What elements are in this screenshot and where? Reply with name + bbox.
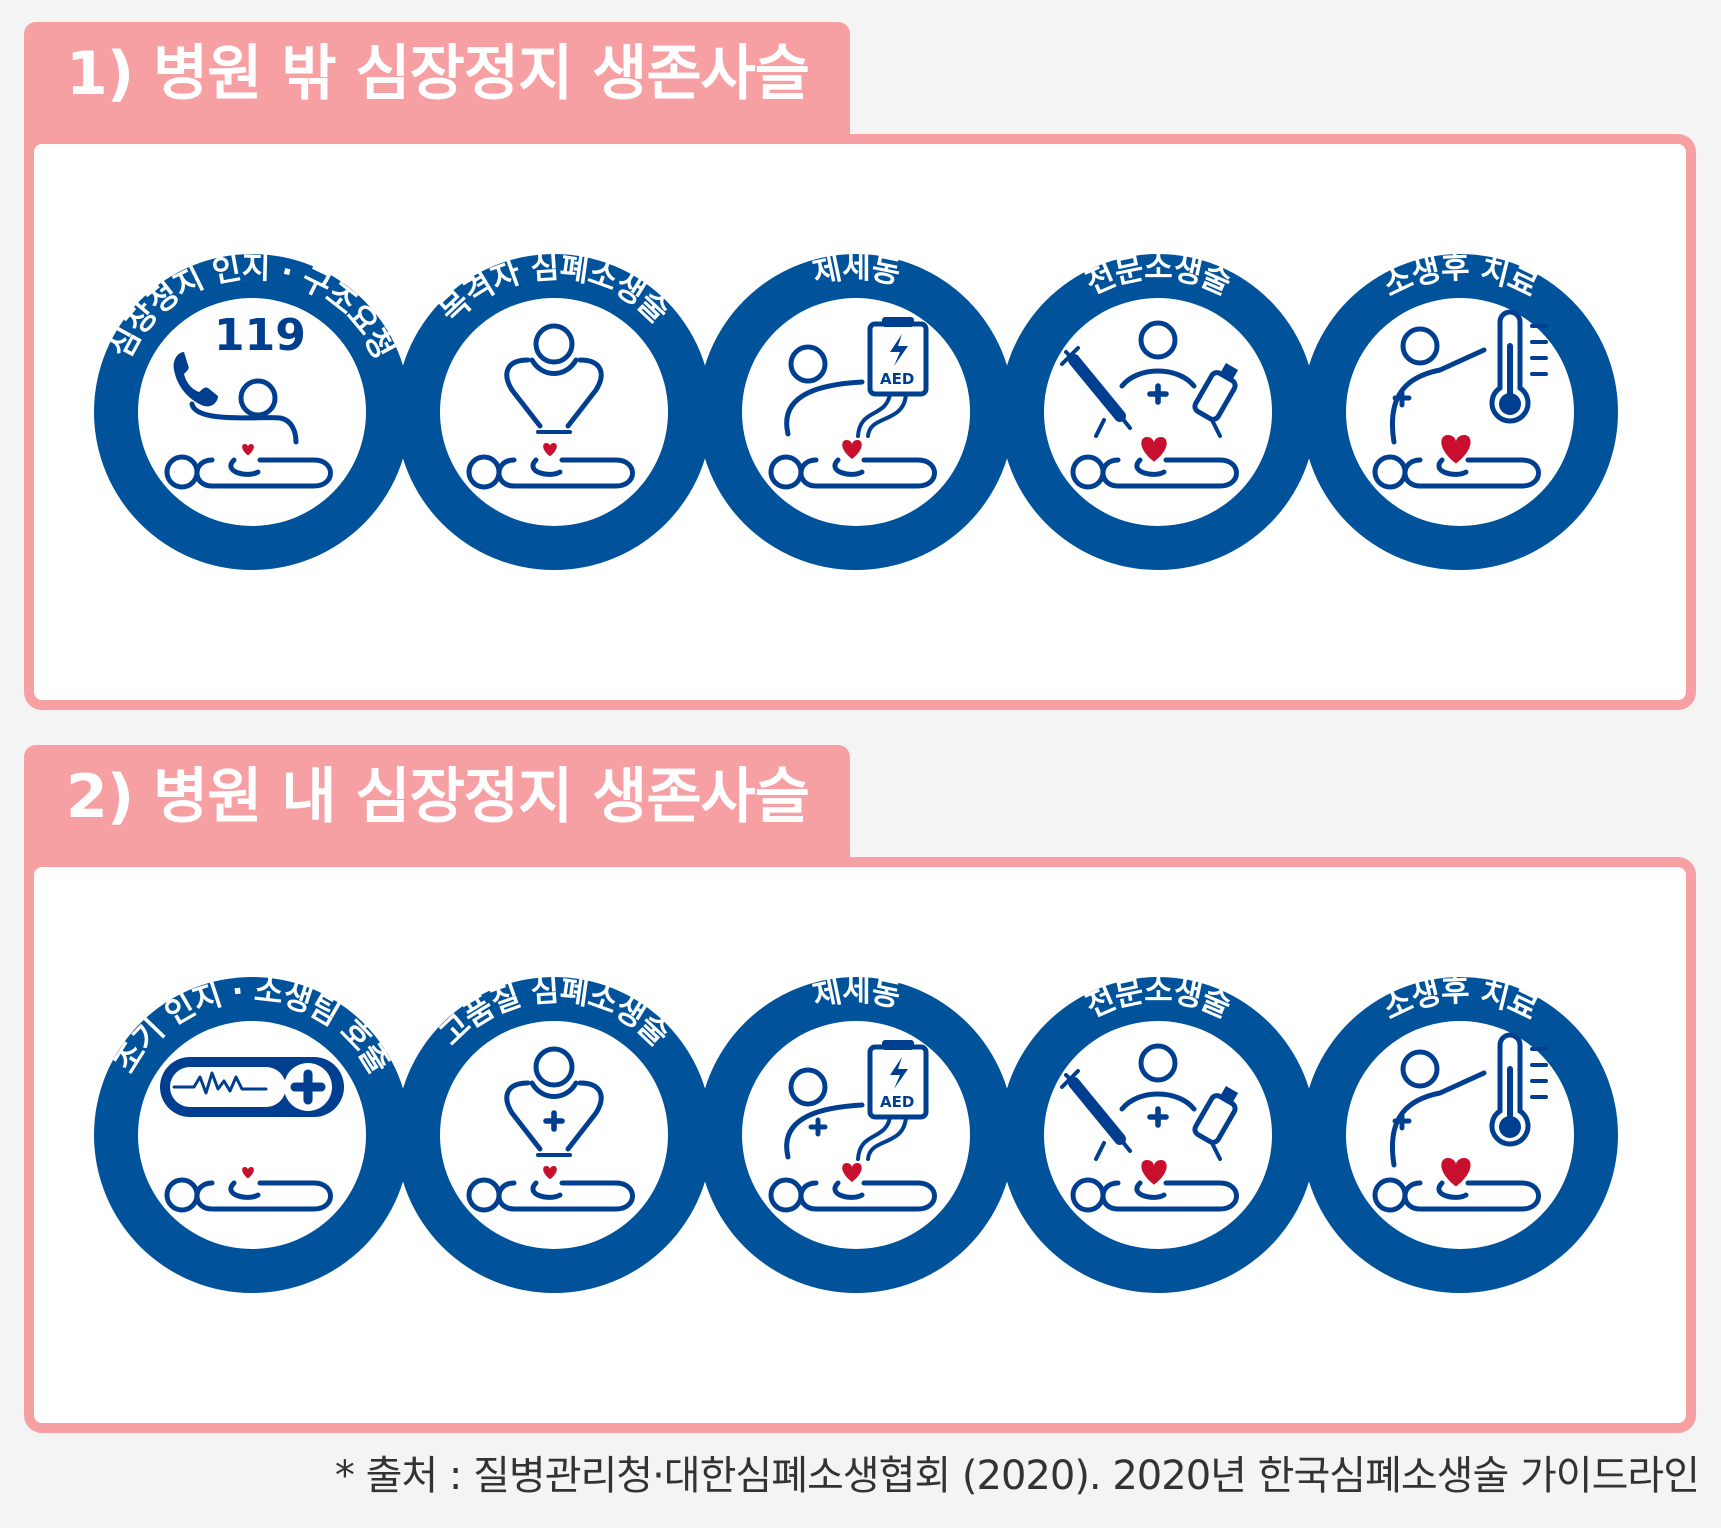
lying-patient-icon [1070,1160,1239,1213]
plus-icon [1392,388,1412,408]
cpr-icon [466,323,635,490]
plus-icon [1147,1106,1169,1128]
step-label: 제세동 [809,250,902,292]
syringe-icon [1060,346,1132,430]
chain-link-inner [138,1021,366,1249]
heart-icon [1141,437,1167,462]
medicine-bottle-icon [1192,363,1239,422]
advanced-life-support-icon [1060,1043,1239,1213]
source-citation: * 출처 : 질병관리청·대한심폐소생협회 (2020). 2020년 한국심폐… [334,1453,1700,1499]
cpr-icon [466,1046,635,1213]
aed-label: AED [880,1093,914,1111]
plus-icon [808,1117,828,1137]
heart-icon [242,444,254,456]
chain-step: 제세동 AED [768,250,937,490]
lying-patient-icon [768,1163,937,1213]
heart-icon [1141,1160,1167,1185]
heart-icon [842,1163,862,1182]
chain-link-inner [742,298,970,526]
thermometer-icon [1372,1032,1548,1213]
aed-icon: AED [768,1040,937,1213]
monitor-alert-icon [160,1057,344,1213]
lying-patient-icon [466,1166,635,1213]
section-title: 2) 병원 내 심장정지 생존사슬 [24,745,850,877]
lying-patient-icon [768,440,937,490]
chain-link-inner [1044,1021,1272,1249]
plus-icon [1392,1111,1412,1131]
chain-step: 전문소생술 [1060,973,1239,1213]
monitor-alert-graphic [160,1057,344,1117]
phone-icon [173,352,218,407]
chain-link-inner [742,1021,970,1249]
plus-icon [290,1069,326,1105]
advanced-life-support-icon [1060,320,1239,490]
chain-link-inner [440,1021,668,1249]
step-label: 제세동 [809,973,902,1015]
lying-patient-icon [1070,437,1239,490]
aed-label: AED [880,370,914,388]
phone-number-119: 119 [214,310,306,361]
heart-icon [1441,1158,1471,1187]
aed-icon: AED [768,317,937,490]
heart-icon [543,443,557,457]
syringe-icon [1060,1069,1132,1153]
heart-icon [242,1167,254,1179]
thermometer-icon [1372,309,1548,490]
section-title: 1) 병원 밖 심장정지 생존사슬 [24,22,850,154]
lying-patient-icon [164,1167,333,1213]
lying-patient-icon [1372,1158,1541,1213]
chain-link-inner [440,298,668,526]
aed-device-icon: AED [867,1040,929,1120]
heart-icon [1441,435,1471,464]
heart-icon [543,1166,557,1180]
plus-icon [1147,383,1169,405]
heart-icon [842,440,862,459]
aed-device-icon: AED [867,317,929,397]
chain-step: 제세동 AED [768,973,937,1213]
chain-link-inner [1044,298,1272,526]
lying-patient-icon [1372,435,1541,490]
lying-patient-icon [164,444,333,490]
phone-119-icon: 119 [164,310,333,490]
chain-link-inner [1346,298,1574,526]
thermometer-graphic [1489,1032,1548,1147]
lying-patient-icon [466,443,635,490]
chain-link-inner [1346,1021,1574,1249]
thermometer-graphic [1489,309,1548,424]
plus-icon [543,1110,565,1132]
medicine-bottle-icon [1192,1086,1239,1145]
